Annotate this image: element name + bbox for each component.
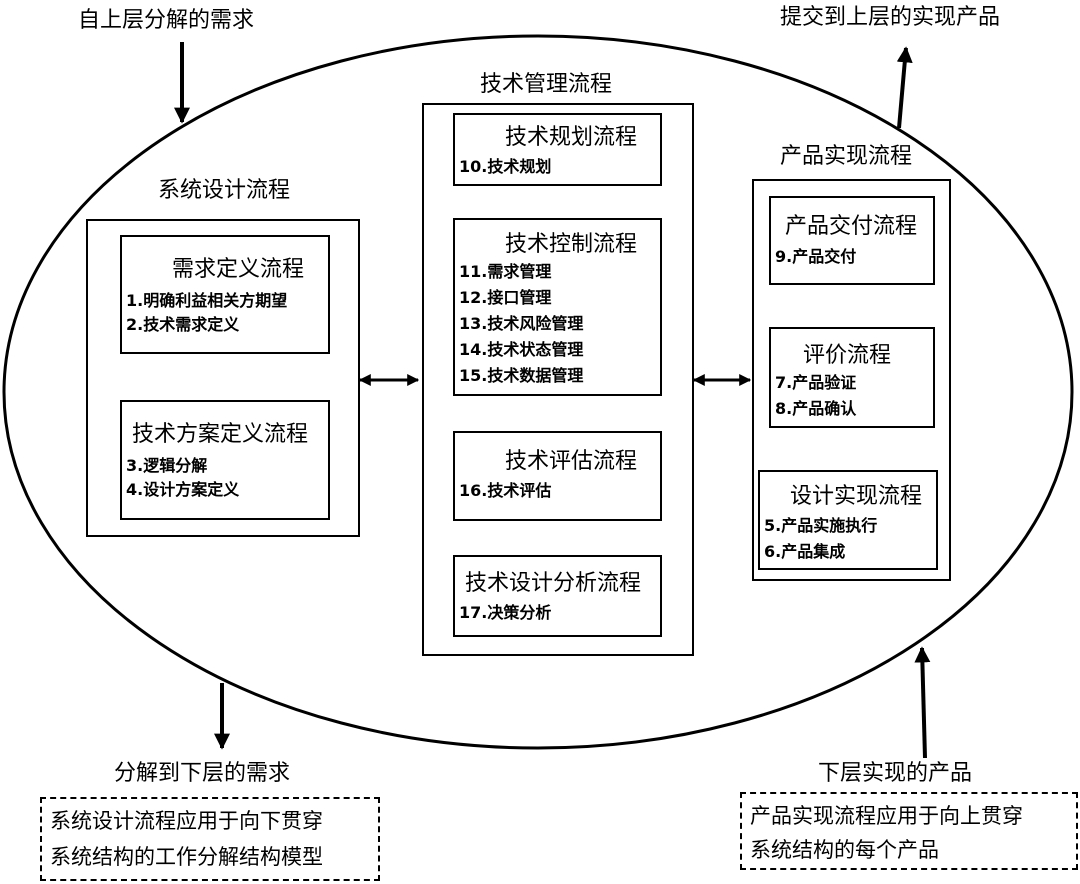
tech-control-item: 13.技术风险管理 [459, 314, 584, 333]
tech-decision-box: 技术设计分析流程 17.决策分析 [453, 555, 662, 637]
tech-planning-box: 技术规划流程 10.技术规划 [453, 113, 662, 186]
requirements-definition-item: 1.明确利益相关方期望 [126, 291, 288, 310]
design-realization-box: 设计实现流程 5.产品实施执行 6.产品集成 [758, 470, 938, 570]
label-to-lower: 分解到下层的需求 [114, 761, 291, 786]
design-realization-title: 设计实现流程 [790, 484, 923, 509]
design-realization-item: 5.产品实施执行 [764, 516, 878, 535]
system-design-note: 系统设计流程应用于向下贯穿 系统结构的工作分解结构模型 [40, 797, 380, 881]
tech-control-box: 技术控制流程 11.需求管理 12.接口管理 13.技术风险管理 14.技术状态… [453, 218, 662, 396]
group-label-product-realization: 产品实现流程 [780, 144, 913, 169]
product-delivery-title: 产品交付流程 [785, 214, 918, 239]
solution-definition-title: 技术方案定义流程 [132, 422, 309, 447]
note-line: 系统设计流程应用于向下贯穿 [50, 809, 323, 833]
evaluation-item: 8.产品确认 [775, 399, 857, 418]
requirements-definition-title: 需求定义流程 [172, 257, 305, 282]
tech-assessment-box: 技术评估流程 16.技术评估 [453, 431, 662, 521]
design-realization-item: 6.产品集成 [764, 542, 846, 561]
tech-control-item: 11.需求管理 [459, 262, 552, 281]
system-ellipse [2, 34, 1074, 750]
tech-planning-title: 技术规划流程 [505, 125, 638, 150]
tech-decision-title: 技术设计分析流程 [465, 571, 642, 596]
note-line: 产品实现流程应用于向上贯穿 [750, 804, 1023, 828]
product-delivery-item: 9.产品交付 [775, 247, 857, 266]
solution-definition-box: 技术方案定义流程 3.逻辑分解 4.设计方案定义 [120, 400, 330, 520]
tech-assessment-item: 16.技术评估 [459, 481, 552, 500]
product-realization-note: 产品实现流程应用于向上贯穿 系统结构的每个产品 [740, 792, 1078, 870]
arrow-from-lower [914, 646, 931, 759]
label-from-upper: 自上层分解的需求 [78, 8, 255, 33]
tech-control-item: 12.接口管理 [459, 288, 552, 307]
evaluation-title: 评价流程 [803, 343, 892, 368]
tech-control-title: 技术控制流程 [505, 232, 638, 257]
tech-planning-item: 10.技术规划 [459, 157, 552, 176]
requirements-definition-item: 2.技术需求定义 [126, 315, 240, 334]
tech-control-item: 15.技术数据管理 [459, 366, 584, 385]
solution-definition-item: 4.设计方案定义 [126, 480, 240, 499]
evaluation-item: 7.产品验证 [775, 373, 857, 392]
group-label-tech-management: 技术管理流程 [480, 72, 613, 97]
tech-assessment-title: 技术评估流程 [505, 449, 638, 474]
note-line: 系统结构的工作分解结构模型 [50, 845, 323, 869]
group-label-system-design: 系统设计流程 [158, 178, 291, 203]
label-from-lower: 下层实现的产品 [818, 761, 973, 786]
evaluation-box: 评价流程 7.产品验证 8.产品确认 [769, 327, 935, 428]
requirements-definition-box: 需求定义流程 1.明确利益相关方期望 2.技术需求定义 [120, 235, 330, 354]
tech-decision-item: 17.决策分析 [459, 603, 552, 622]
note-line: 系统结构的每个产品 [750, 838, 939, 862]
label-to-upper: 提交到上层的实现产品 [780, 5, 1001, 30]
tech-control-item: 14.技术状态管理 [459, 340, 584, 359]
arrow-to-upper [896, 46, 913, 129]
product-delivery-box: 产品交付流程 9.产品交付 [769, 196, 935, 285]
solution-definition-item: 3.逻辑分解 [126, 456, 208, 475]
